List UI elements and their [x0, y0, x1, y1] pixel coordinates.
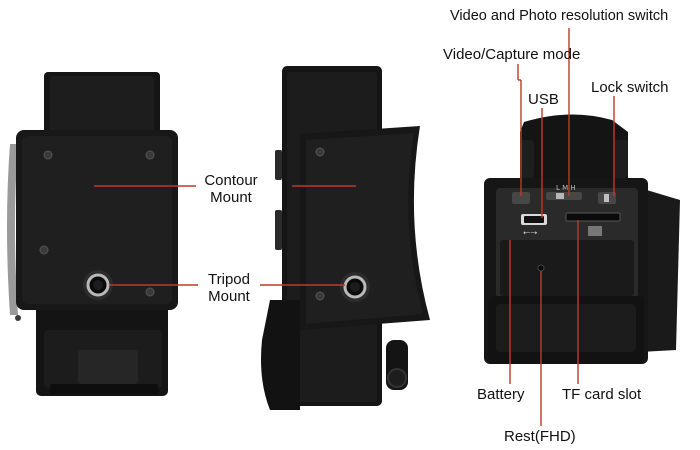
reset-label: Rest(FHD) [504, 428, 576, 445]
contour-mount-label: Contour Mount [204, 172, 258, 206]
usb-label: USB [528, 91, 559, 108]
lock-switch-label: Lock switch [591, 79, 669, 96]
callout-lines [94, 28, 615, 426]
resolution-switch-label: Video and Photo resolution switch [450, 8, 669, 24]
battery-label: Battery [477, 386, 525, 403]
resolution-switch-marks: L M H [556, 184, 576, 192]
side-view-device [261, 66, 430, 410]
usb-symbol-icon: ⭠⭢ [523, 228, 538, 238]
back-view-device [7, 72, 178, 396]
tf-card-slot-label: TF card slot [562, 386, 642, 403]
capture-mode-label: Video/Capture mode [443, 46, 581, 63]
tripod-mount-label: Tripod Mount [208, 271, 250, 305]
open-bottom-device [484, 114, 680, 364]
